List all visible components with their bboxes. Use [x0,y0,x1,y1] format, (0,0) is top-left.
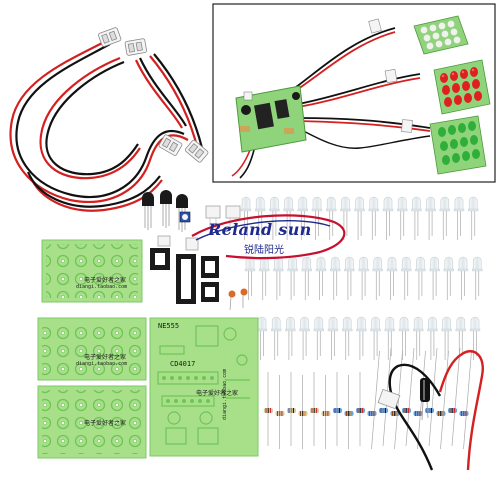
pcb2-shop-url: diangi.taobao.com [76,361,128,367]
power-lead [377,350,484,471]
led-clear [441,316,452,360]
led-clear [283,196,294,240]
led-clear [382,196,394,240]
wire-harness-bundle [9,39,204,212]
led-clear [285,316,296,360]
assembled-kit-inset [212,3,496,183]
led-clear [413,316,424,360]
led-clear [315,256,327,300]
resistor [287,372,296,446]
inset-controller-board [235,85,307,153]
resistor [436,350,449,450]
resistor [367,350,380,450]
inset-led-board-red [433,59,491,115]
brand-name: Reland sun [208,220,312,239]
resistor [321,375,331,449]
led-clear [301,256,312,300]
led-clear [297,196,308,240]
resistor [275,375,285,449]
pcb2-shop-label: 电子爱好者之家 [84,354,127,361]
led-clear [313,316,324,360]
led-clear [425,196,436,240]
led-clear [273,256,284,300]
led-clear [397,196,408,240]
led-clear [370,316,381,360]
cd4017-label: CD4017 [170,360,196,368]
led-clear [429,256,440,300]
resistor [264,372,273,446]
led-clear [299,316,310,360]
led-clear [415,256,426,300]
ic-sockets [150,248,219,304]
brand-swoosh [191,214,346,260]
transistors [142,190,188,232]
wire-connectors [98,27,209,163]
led-clear [401,256,412,300]
controller-shop-url: diangi.taobao.com [222,368,228,420]
resistor [356,372,365,446]
led-clear [368,196,379,240]
led-clear [259,256,270,300]
led-clear [330,256,341,300]
led-clear [386,256,398,300]
resistors [264,347,472,450]
led-clear [439,196,450,240]
led-clear [411,196,422,240]
potentiometer [179,211,191,223]
resistor [448,347,461,447]
led-pcb-1 [41,239,143,303]
inset-led-board-green [429,115,487,175]
pcb1-shop-url: diangi.taobao.com [76,284,128,290]
led-clear [356,316,367,360]
resistor [459,350,472,450]
led-clear [342,316,353,360]
resistor [298,375,308,449]
brand-name-cn: 锐陆阳光 [244,245,284,256]
led-clear [398,316,410,360]
ceramic-capacitors [228,288,248,311]
led-clear [468,196,479,240]
led-clear [327,316,339,360]
led-clear [443,256,454,300]
resistor [402,347,415,447]
resistor [310,372,319,446]
led-clear [287,256,298,300]
led-clear [254,196,266,240]
inset-led-board-clear [413,15,469,55]
brand-logo: Reland sun 锐陆阳光 [186,216,346,264]
led-clear [326,196,337,240]
led-clear [472,256,483,300]
led-pcb-3 [37,385,147,459]
led-array-clear [240,196,483,360]
pcb3-shop-label: 电子爱好者之家 [84,420,127,427]
led-clear [344,256,355,300]
led-clear [358,256,369,300]
led-clear [384,316,395,360]
led-clear [271,316,282,360]
led-clear [311,196,323,240]
controller-pcb [149,317,259,457]
led-clear [256,316,268,360]
led-clear [372,256,383,300]
led-clear [427,316,438,360]
led-clear [457,256,469,300]
led-clear [354,196,365,240]
controller-shop-label: 电子爱好者之家 [196,390,239,397]
led-clear [469,316,481,360]
resistor [333,372,342,446]
led-pcb-2 [37,317,147,381]
ne555-label: NE555 [158,322,180,330]
resistor [344,375,354,449]
led-clear [453,196,465,240]
led-clear [455,316,466,360]
pcb1-shop-label: 电子爱好者之家 [84,277,127,284]
